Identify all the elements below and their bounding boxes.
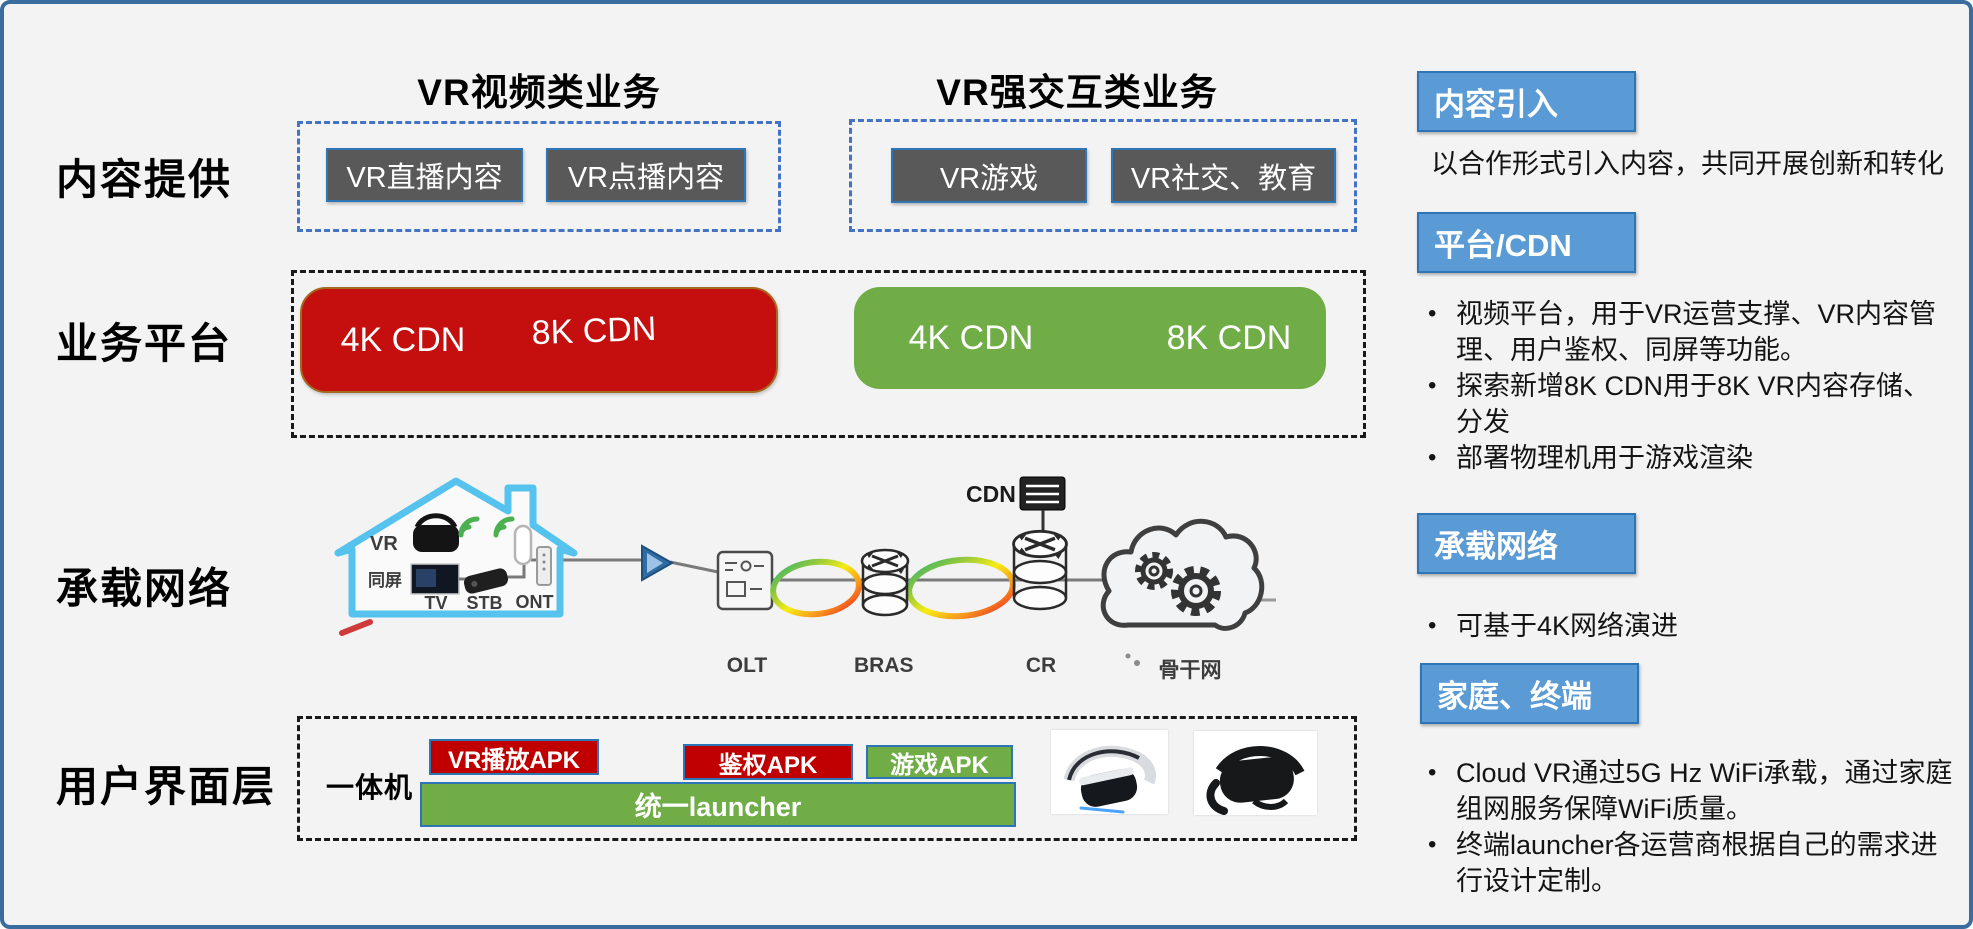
platform-group-box — [291, 270, 1366, 438]
sidebar-content-intro-text: 以合作形式引入内容，共同开展创新和转化 — [1431, 149, 1944, 179]
interactive-cdn-platform: 4K CDN 8K CDN — [854, 287, 1326, 389]
ont-unit-icon — [536, 546, 552, 586]
sidebar-platform-cdn-bullets: 视频平台，用于VR运营支撑、VR内容管理、用户鉴权、同屏等功能。 探索新增8K … — [1428, 296, 1953, 476]
row-label-bearer-network: 承载网络 — [56, 565, 233, 612]
ont-label: ONT — [515, 592, 554, 612]
row-label-ui-layer: 用户界面层 — [56, 763, 277, 810]
sidebar-tag-platform-cdn: 平台/CDN — [1417, 212, 1636, 273]
video-4k-cdn-label: 4K CDN — [340, 320, 466, 359]
wifi-icon — [458, 516, 480, 538]
gear-icon — [1171, 566, 1221, 616]
sidebar-tag-content-intro: 内容引入 — [1417, 71, 1636, 132]
ont-stick-icon — [513, 524, 533, 566]
row-label-content-providing: 内容提供 — [56, 156, 233, 203]
vr-headset-photo-2 — [1194, 731, 1317, 815]
wifi-icon — [493, 516, 515, 538]
bras-label: BRAS — [854, 654, 914, 677]
sidebar-tag-home-terminal: 家庭、终端 — [1420, 663, 1639, 724]
list-item: 可基于4K网络演进 — [1428, 608, 1953, 644]
olt-label: OLT — [726, 654, 768, 677]
olt-icon — [716, 550, 774, 611]
row-label-service-platform: 业务平台 — [56, 320, 233, 367]
interactive-4k-cdn-label: 4K CDN — [908, 318, 1034, 357]
video-content-group-box — [297, 121, 781, 232]
vr-headset-icon — [413, 525, 459, 552]
vr-game-box: VR游戏 — [891, 148, 1087, 203]
vr-live-content-box: VR直播内容 — [326, 148, 523, 202]
list-item: Cloud VR通过5G Hz WiFi承载，通过家庭组网服务保障WiFi质量。 — [1428, 755, 1953, 827]
interactive-8k-cdn-label: 8K CDN — [1166, 318, 1292, 357]
cdn-label: CDN — [966, 481, 1016, 507]
sidebar-bearer-network-bullets: 可基于4K网络演进 — [1428, 608, 1953, 644]
video-8k-cdn-label: 8K CDN — [530, 309, 657, 352]
vr-play-apk-box: VR播放APK — [429, 739, 599, 775]
list-item: 视频平台，用于VR运营支撑、VR内容管理、用户鉴权、同屏等功能。 — [1428, 296, 1953, 368]
vr-headset-icon — [414, 513, 458, 529]
video-cdn-platform: 4K CDN 8K CDN — [300, 287, 778, 393]
headset-strap — [1215, 746, 1305, 776]
bras-router-icon — [860, 548, 910, 617]
screen-share-label: 同屏 — [368, 571, 402, 590]
interactive-content-group-box — [849, 119, 1357, 232]
all-in-one-device-label: 一体机 — [326, 772, 414, 803]
cr-label: CR — [1025, 654, 1057, 677]
vr-vod-content-box: VR点播内容 — [546, 148, 746, 202]
list-item: 终端launcher各运营商根据自己的需求进行设计定制。 — [1428, 827, 1953, 899]
backbone-label: 骨干网 — [1158, 659, 1222, 682]
unified-launcher-bar: 统一launcher — [420, 782, 1016, 827]
vr-headset-photo-1 — [1051, 730, 1168, 814]
sidebar-tag-bearer-network: 承载网络 — [1417, 513, 1636, 574]
column-header-interactive-services: VR强交互类业务 — [936, 72, 1218, 113]
column-header-video-services: VR视频类业务 — [417, 72, 661, 113]
auth-apk-box: 鉴权APK — [683, 744, 853, 780]
list-item: 探索新增8K CDN用于8K VR内容存储、分发 — [1428, 368, 1953, 440]
backbone-cloud-icon — [1100, 518, 1265, 631]
cr-router-icon — [1011, 529, 1069, 611]
stb-label: STB — [466, 593, 503, 613]
stb-icon — [463, 568, 509, 594]
ui-layer-group-box — [297, 716, 1357, 841]
tv-label: TV — [424, 593, 448, 613]
gear-icon — [1135, 552, 1173, 590]
home-to-olt-line — [549, 558, 719, 574]
vr-social-education-box: VR社交、教育 — [1111, 148, 1336, 203]
game-apk-box: 游戏APK — [866, 745, 1013, 779]
fiber-ring-icon — [770, 558, 862, 618]
home-vr-label: VR — [370, 533, 398, 555]
sidebar-home-terminal-bullets: Cloud VR通过5G Hz WiFi承载，通过家庭组网服务保障WiFi质量。… — [1428, 755, 1953, 899]
bearer-network-diagram — [334, 476, 1276, 666]
list-item: 部署物理机用于游戏渲染 — [1428, 440, 1953, 476]
red-pen-mark — [339, 619, 373, 636]
fiber-ring-icon — [906, 556, 1016, 620]
